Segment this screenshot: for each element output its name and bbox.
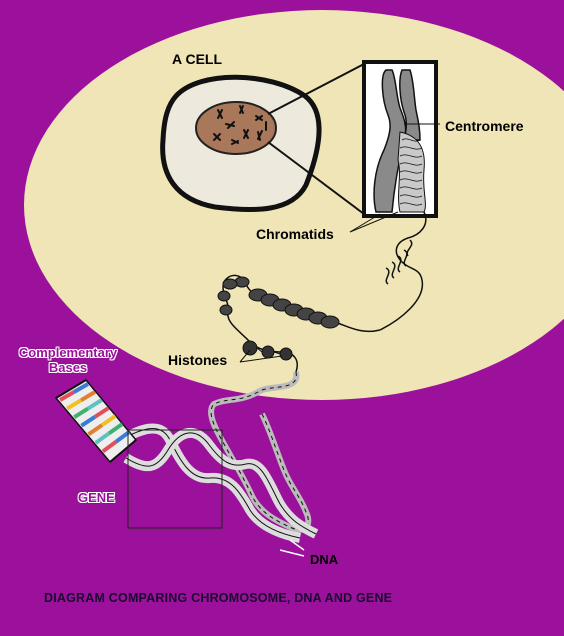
solenoid-coils <box>217 276 340 329</box>
caption: DIAGRAM COMPARING CHROMOSOME, DNA AND GE… <box>44 591 393 605</box>
label-complementary-bases: Complementary Bases <box>18 345 118 375</box>
label-cell: A CELL <box>172 51 223 67</box>
label-lines <box>279 539 305 557</box>
nucleus-chromosomes <box>213 105 267 145</box>
gene-box <box>127 429 223 529</box>
base-pair-rung <box>73 382 89 394</box>
base-pair-rung <box>101 440 118 454</box>
base-pair-rung <box>87 423 104 436</box>
nucleus <box>195 101 277 155</box>
base-pair-ladder <box>54 379 138 464</box>
base-pair-rung <box>59 390 75 402</box>
label-histones: Histones <box>168 352 228 368</box>
base-pair-rung <box>79 390 96 403</box>
cell-background-ellipse <box>24 10 564 400</box>
base-pair-rung <box>94 431 111 445</box>
base-pair-rung <box>107 422 124 436</box>
label-gene: GENE <box>78 490 115 505</box>
dna-helix <box>117 371 319 543</box>
label-dna: DNA <box>310 552 339 567</box>
base-pair-rung <box>80 415 97 428</box>
base-pair-rung <box>66 398 83 411</box>
chromosome-zoom <box>362 60 440 218</box>
base-pair-rung <box>93 406 110 419</box>
base-pair-rung <box>114 430 131 444</box>
base-pair-rung <box>86 398 103 411</box>
base-pair-rung <box>100 414 117 427</box>
label-centromere: Centromere <box>445 118 524 134</box>
chromatid-lines <box>349 211 399 233</box>
cell <box>160 63 365 215</box>
histone-beads <box>242 340 293 361</box>
label-chromatids: Chromatids <box>256 226 334 242</box>
base-pair-rung <box>73 406 90 419</box>
